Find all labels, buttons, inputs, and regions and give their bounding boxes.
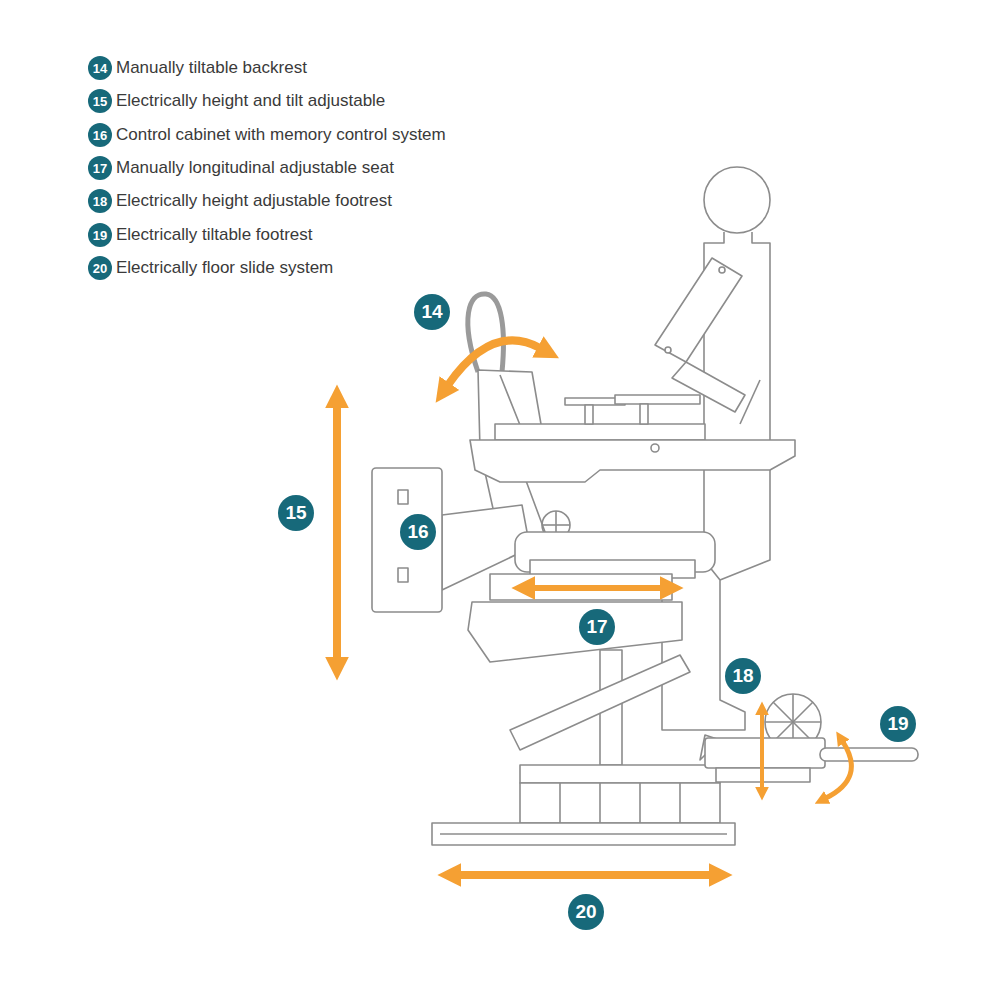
callout-circle: 14 — [414, 294, 450, 330]
callout-circle: 17 — [579, 609, 615, 645]
legend-number: 14 — [88, 56, 112, 80]
legend-item: 19Electrically tiltable footrest — [88, 223, 313, 247]
callout-number: 15 — [285, 502, 306, 524]
legend-description: Manually tiltable backrest — [116, 58, 307, 78]
adjustment-arrows — [337, 340, 851, 875]
legend-number: 16 — [88, 123, 112, 147]
legend-item: 15Electrically height and tilt adjustabl… — [88, 89, 385, 113]
callout-circle: 16 — [400, 514, 436, 550]
legend-number: 20 — [88, 256, 112, 280]
callout-number: 18 — [732, 665, 753, 687]
callout-number: 19 — [887, 713, 908, 735]
callout-circle: 19 — [880, 706, 916, 742]
callout-number: 16 — [407, 521, 428, 543]
legend-number: 17 — [88, 156, 112, 180]
legend-description: Electrically floor slide system — [116, 258, 333, 278]
callout-number: 20 — [575, 901, 596, 923]
legend-description: Control cabinet with memory control syst… — [116, 125, 446, 145]
callout-circle: 18 — [725, 658, 761, 694]
callout-number: 14 — [421, 301, 442, 323]
height-arrow — [333, 406, 341, 659]
legend-description: Manually longitudinal adjustable seat — [116, 158, 394, 178]
footrest-tilt-arrow — [826, 742, 851, 798]
legend-item: 14Manually tiltable backrest — [88, 56, 307, 80]
callout-circle: 15 — [278, 495, 314, 531]
legend-item: 20Electrically floor slide system — [88, 256, 333, 280]
callout-number: 17 — [586, 616, 607, 638]
floor-slide-arrow — [459, 871, 711, 879]
legend-number: 15 — [88, 89, 112, 113]
callout-circle: 20 — [568, 894, 604, 930]
seat-drawing — [372, 167, 918, 845]
legend-item: 16Control cabinet with memory control sy… — [88, 123, 446, 147]
legend-item: 18Electrically height adjustable footres… — [88, 189, 392, 213]
footrest-height-arrow — [760, 714, 764, 788]
slide-arrow — [533, 585, 662, 591]
legend-number: 18 — [88, 189, 112, 213]
legend-description: Electrically height adjustable footrest — [116, 191, 392, 211]
legend-description: Electrically tiltable footrest — [116, 225, 313, 245]
legend-description: Electrically height and tilt adjustable — [116, 91, 385, 111]
legend-item: 17Manually longitudinal adjustable seat — [88, 156, 394, 180]
legend-number: 19 — [88, 223, 112, 247]
tilt-arrow — [448, 340, 540, 385]
